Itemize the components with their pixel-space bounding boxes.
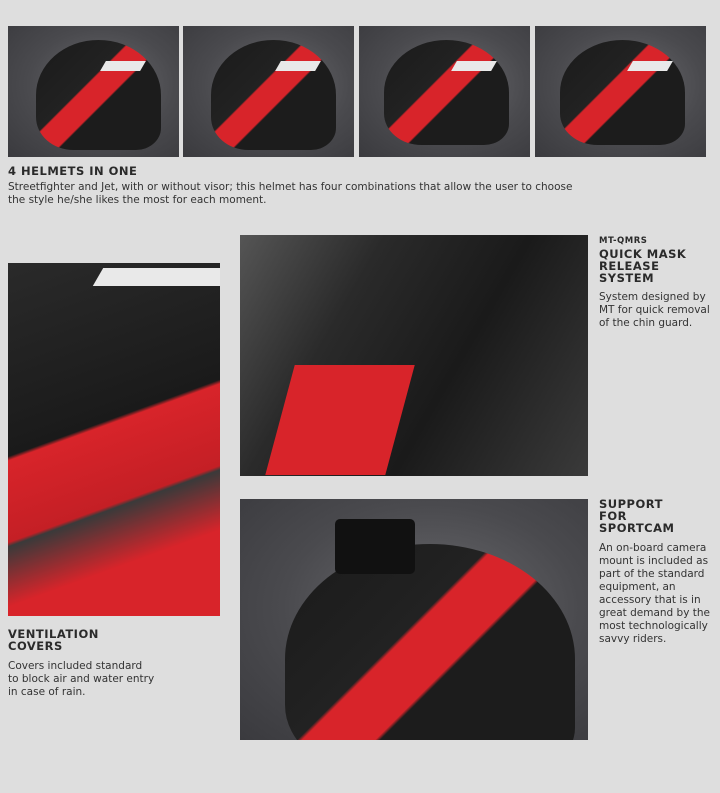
ventilation-image bbox=[8, 263, 220, 616]
title-line: RELEASE bbox=[599, 259, 660, 273]
text-line: of the chin guard. bbox=[599, 317, 693, 329]
sportcam-image bbox=[240, 499, 588, 740]
four-in-one-title: 4 HELMETS IN ONE bbox=[8, 164, 138, 178]
text-line: accessory that is in bbox=[599, 594, 701, 606]
text-line: equipment, an bbox=[599, 581, 676, 593]
quick-mask-text: System designed by MT for quick removal … bbox=[599, 291, 710, 330]
title-line: FOR bbox=[599, 509, 627, 523]
text-line: part of the standard bbox=[599, 568, 705, 580]
four-in-one-text: Streetfighter and Jet, with or without v… bbox=[8, 181, 573, 206]
text-line: System designed by bbox=[599, 291, 706, 303]
text-line: Covers included standard bbox=[8, 660, 143, 672]
text-line: to block air and water entry bbox=[8, 673, 155, 685]
text-line: in case of rain. bbox=[8, 686, 86, 698]
sportcam-text: An on-board camera mount is included as … bbox=[599, 542, 710, 646]
title-line: QUICK MASK bbox=[599, 247, 687, 261]
text-line: An on-board camera bbox=[599, 542, 707, 554]
thumbnail-streetfighter-visor bbox=[8, 26, 179, 157]
quick-mask-code: MT-QMRS bbox=[599, 236, 648, 246]
title-line: SPORTCAM bbox=[599, 521, 675, 535]
title-line: SUPPORT bbox=[599, 497, 663, 511]
sportcam-title: SUPPORT FOR SPORTCAM bbox=[599, 498, 674, 534]
title-line: COVERS bbox=[8, 639, 63, 653]
thumbnail-jet-peak bbox=[535, 26, 706, 157]
thumbnail-streetfighter-peak bbox=[183, 26, 354, 157]
text-line: savvy riders. bbox=[599, 633, 667, 645]
ventilation-text: Covers included standard to block air an… bbox=[8, 660, 154, 699]
text-line: MT for quick removal bbox=[599, 304, 710, 316]
title-line: VENTILATION bbox=[8, 627, 99, 641]
text-line: most technologically bbox=[599, 620, 708, 632]
text-line: mount is included as bbox=[599, 555, 709, 567]
ventilation-title: VENTILATION COVERS bbox=[8, 628, 99, 652]
thumbnail-jet-visor bbox=[359, 26, 530, 157]
quick-mask-image bbox=[240, 235, 588, 476]
quick-mask-title: QUICK MASK RELEASE SYSTEM bbox=[599, 248, 686, 284]
title-line: SYSTEM bbox=[599, 271, 655, 285]
text-line: great demand by the bbox=[599, 607, 710, 619]
